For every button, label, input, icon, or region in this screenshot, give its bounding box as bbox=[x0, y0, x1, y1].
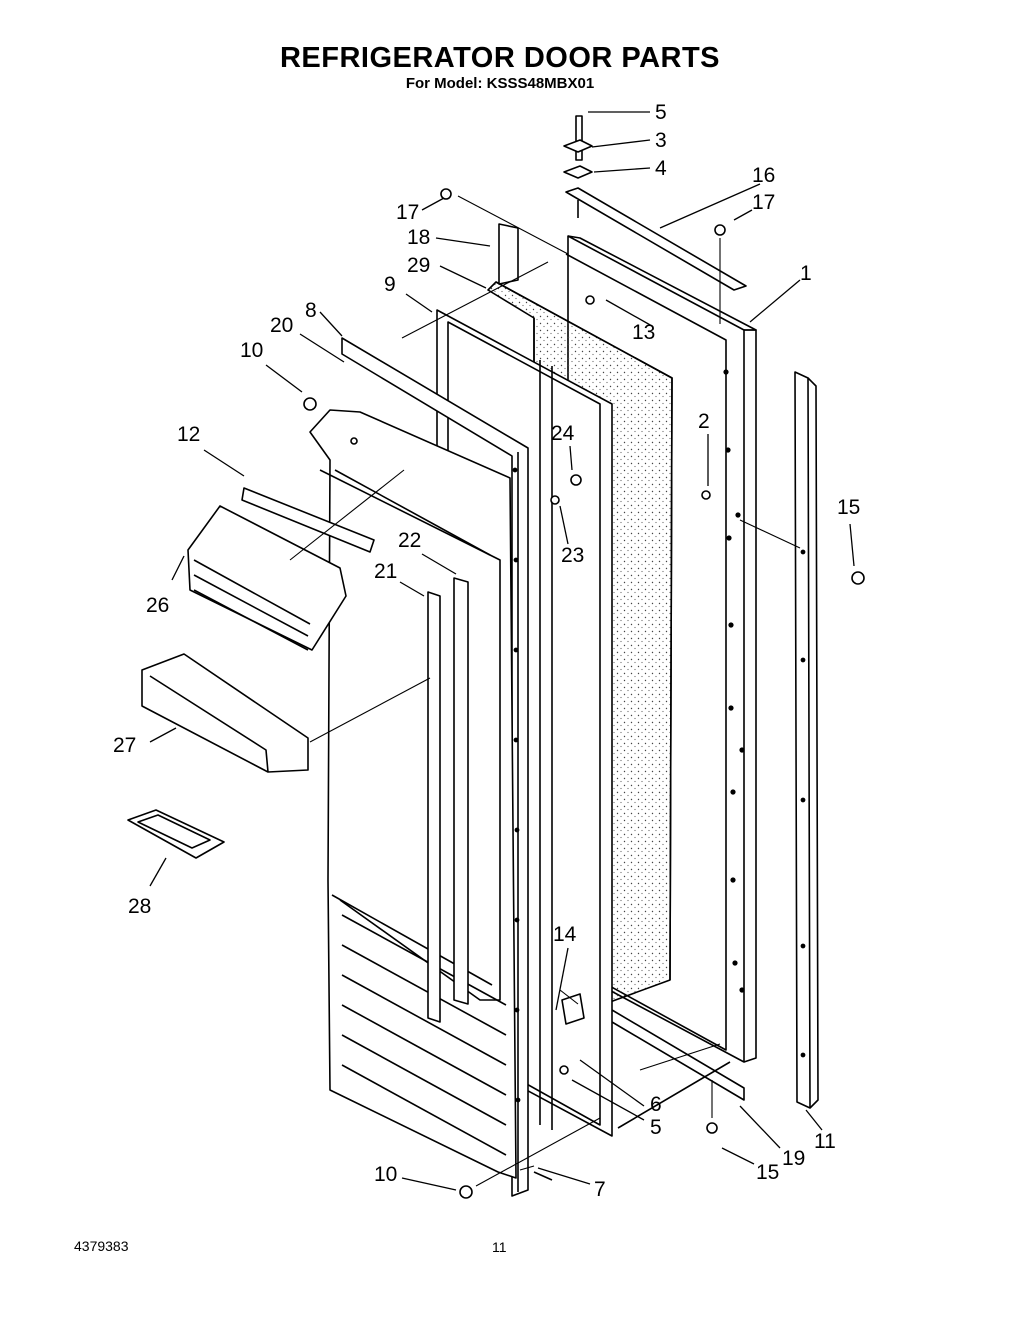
model-subtitle: For Model: KSSS48MBX01 bbox=[405, 75, 595, 92]
callout-13: 13 bbox=[632, 321, 655, 344]
callout-7: 7 bbox=[594, 1178, 606, 1201]
callout-5-top: 5 bbox=[655, 101, 667, 124]
top-hinge bbox=[563, 115, 747, 291]
callout-9: 9 bbox=[384, 273, 396, 296]
part-20-door-liner bbox=[309, 409, 517, 1179]
callout-28: 28 bbox=[128, 895, 151, 918]
callout-19: 19 bbox=[782, 1147, 805, 1170]
callout-16: 16 bbox=[752, 164, 775, 187]
callout-21: 21 bbox=[374, 560, 397, 583]
callout-labels: 5 3 4 16 17 17 1 18 29 9 13 8 20 10 12 2… bbox=[113, 101, 860, 1201]
callout-17-right: 17 bbox=[752, 191, 775, 214]
callout-14: 14 bbox=[553, 923, 577, 946]
callout-22: 22 bbox=[398, 529, 421, 552]
part-18-strip bbox=[498, 223, 519, 285]
page-number: 11 bbox=[492, 1239, 507, 1255]
screws bbox=[303, 188, 865, 1199]
callout-11: 11 bbox=[814, 1130, 836, 1153]
callout-arrows bbox=[149, 111, 855, 1191]
callout-3: 3 bbox=[655, 129, 667, 152]
callout-23: 23 bbox=[561, 544, 584, 567]
callout-26: 26 bbox=[146, 594, 169, 617]
diagram-title: REFRIGERATOR DOOR PARTS bbox=[279, 42, 721, 74]
assembly-lines bbox=[289, 195, 801, 1187]
callout-15-right: 15 bbox=[837, 496, 860, 519]
callout-24: 24 bbox=[551, 422, 575, 445]
callout-18: 18 bbox=[407, 226, 430, 249]
callout-17-left: 17 bbox=[396, 201, 419, 224]
callout-12: 12 bbox=[177, 423, 200, 446]
callout-27: 27 bbox=[113, 734, 136, 757]
callout-1: 1 bbox=[800, 262, 812, 285]
part-11-side-trim bbox=[794, 371, 819, 1109]
callout-5-bottom: 5 bbox=[650, 1116, 662, 1139]
part-7-gasket bbox=[341, 337, 553, 1197]
callout-20: 20 bbox=[270, 314, 293, 337]
part-22-rail bbox=[453, 577, 469, 1005]
part-26-dairy-bin bbox=[187, 505, 347, 651]
document-number: 4379383 bbox=[74, 1238, 129, 1254]
callout-10-bottom: 10 bbox=[374, 1163, 397, 1186]
callout-4: 4 bbox=[655, 157, 667, 180]
callout-8: 8 bbox=[305, 299, 317, 322]
callout-29: 29 bbox=[407, 254, 430, 277]
part-21-rail bbox=[427, 591, 441, 1023]
callout-10-top: 10 bbox=[240, 339, 263, 362]
part-28-tray bbox=[127, 809, 225, 859]
callout-2: 2 bbox=[698, 410, 710, 433]
callout-6: 6 bbox=[650, 1093, 662, 1116]
callout-15-bottom: 15 bbox=[756, 1161, 779, 1184]
part-27-shelf-bin bbox=[141, 653, 309, 773]
part-12-bar bbox=[241, 487, 375, 553]
